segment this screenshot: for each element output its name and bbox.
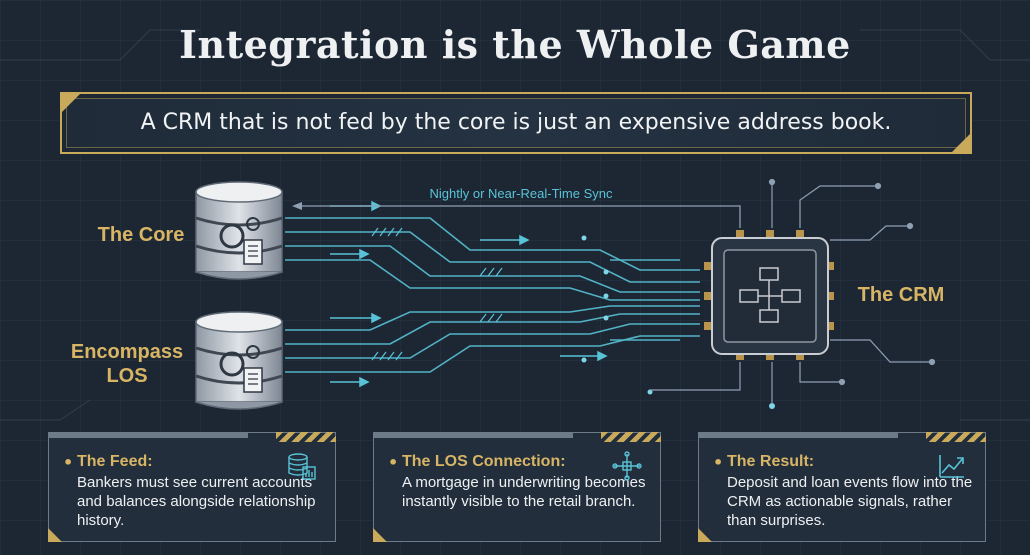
los-database-icon (195, 311, 283, 410)
card-topbar (48, 432, 248, 438)
card-notch (373, 528, 387, 542)
node-dots (581, 235, 775, 409)
quote-banner: A CRM that is not fed by the core is jus… (60, 92, 972, 154)
data-flow-lines (285, 217, 700, 373)
connection-icon (612, 451, 642, 481)
trend-up-icon (939, 455, 964, 478)
los-label: Encompass LOS (60, 340, 194, 388)
sync-label: Nightly or Near-Real-Time Sync (429, 186, 613, 201)
card-los-connection: • The LOS Connection: A mortgage in unde… (373, 432, 661, 542)
crm-chip-icon (704, 230, 834, 360)
page-title: Integration is the Whole Game (179, 22, 851, 67)
card-the-result: • The Result: Deposit and loan events fl… (698, 432, 986, 542)
card-notch (48, 528, 62, 542)
card-title: The Result: (727, 453, 815, 470)
crm-circuitry (650, 178, 936, 404)
sync-arrow (300, 205, 741, 228)
card-title: The Feed: (77, 453, 153, 470)
card-body: Deposit and loan events flow into the CR… (727, 474, 973, 529)
crm-label: The CRM (857, 284, 945, 306)
banner-text: A CRM that is not fed by the core is jus… (140, 110, 892, 135)
card-topbar (698, 432, 898, 438)
background-circuits (0, 29, 1030, 421)
hatch-marks (371, 227, 503, 361)
card-stripes (276, 432, 336, 442)
core-label: The Core (97, 224, 185, 246)
card-notch (698, 528, 712, 542)
card-topbar (373, 432, 573, 438)
los-label-line2: LOS (106, 365, 148, 387)
card-body: A mortgage in underwriting becomes insta… (402, 474, 646, 510)
bullet-icon: • (713, 453, 724, 472)
card-stripes (601, 432, 661, 442)
los-label-line1: Encompass (70, 341, 184, 363)
bullet-icon: • (63, 453, 74, 472)
card-the-feed: • The Feed: Bankers must see current acc… (48, 432, 336, 542)
bullet-icon: • (388, 453, 399, 472)
card-stripes (926, 432, 986, 442)
database-chart-icon (288, 453, 316, 480)
core-database-icon (195, 181, 283, 280)
card-body: Bankers must see current accounts and ba… (77, 474, 316, 529)
banner-corner (60, 92, 82, 114)
card-title: The LOS Connection: (402, 453, 566, 470)
banner-corner (950, 132, 972, 154)
